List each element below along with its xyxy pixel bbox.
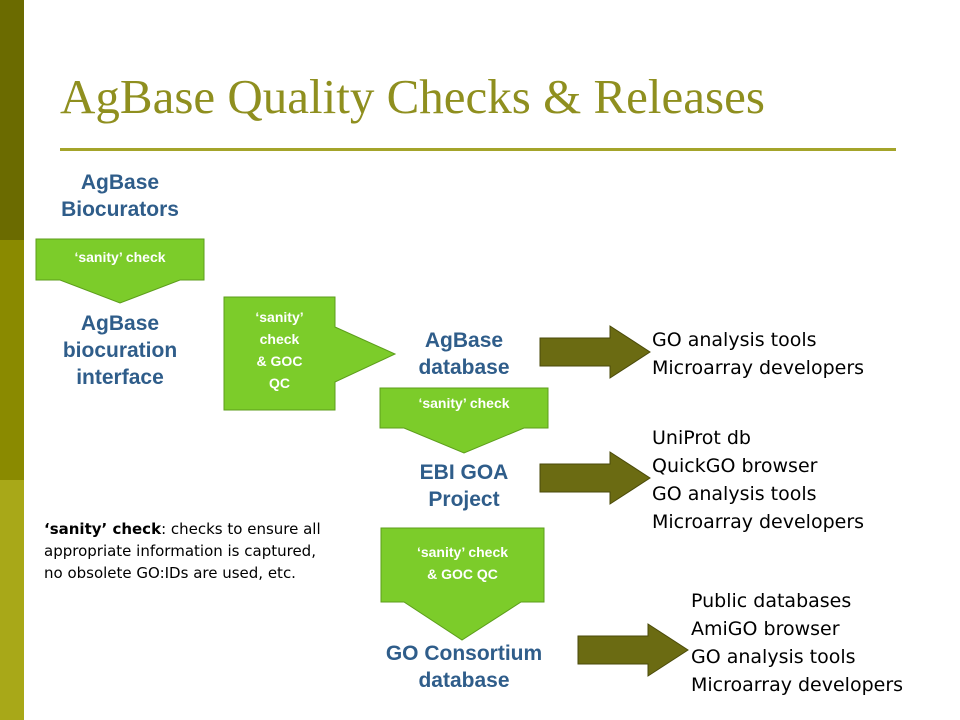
database-output-list: GO analysis tools Microarray developers xyxy=(652,326,864,382)
list-item: AmiGO browser xyxy=(691,618,840,640)
go-consortium-output-list: Public databases AmiGO browser GO analys… xyxy=(691,587,903,699)
check-line: ‘sanity’ check xyxy=(416,544,509,560)
sidebar-band xyxy=(0,0,24,240)
title-underline xyxy=(60,148,896,151)
node-line: database xyxy=(418,669,510,692)
node-line: AgBase xyxy=(424,329,504,352)
agbase-database-node: AgBase database xyxy=(384,327,544,381)
biocurators-node: AgBase Biocurators xyxy=(40,169,200,223)
node-line: database xyxy=(418,356,510,379)
goc-sanity-down-arrow xyxy=(380,527,545,641)
slide-title: AgBase Quality Checks & Releases xyxy=(60,69,765,124)
sidebar-band xyxy=(0,240,24,480)
list-item: Public databases xyxy=(691,590,852,612)
goc-output-arrow xyxy=(577,623,689,677)
ebi-sanity-down-arrow xyxy=(379,387,549,454)
list-item: GO analysis tools xyxy=(691,646,856,668)
sidebar-decoration xyxy=(0,0,24,720)
sanity-check-definition-note: ‘sanity’ check: checks to ensure all app… xyxy=(44,518,324,584)
middle-sanity-check-label: ‘sanity’ check & GOC QC xyxy=(224,306,335,394)
check-line: QC xyxy=(269,375,290,391)
list-item: Microarray developers xyxy=(652,511,865,533)
goc-sanity-check-label: ‘sanity’ check & GOC QC xyxy=(381,541,544,585)
sanity-goc-right-arrow xyxy=(223,296,397,411)
node-line: AgBase xyxy=(80,171,160,194)
check-line: & GOC QC xyxy=(427,566,498,582)
ebi-output-arrow xyxy=(539,451,651,505)
node-line: EBI GOA xyxy=(419,461,509,484)
list-item: GO analysis tools xyxy=(652,483,817,505)
list-item: QuickGO browser xyxy=(652,455,818,477)
ebi-output-list: UniProt db QuickGO browser GO analysis t… xyxy=(652,424,864,536)
go-consortium-node: GO Consortium database xyxy=(354,640,574,694)
ebi-goa-node: EBI GOA Project xyxy=(384,459,544,513)
list-item: Microarray developers xyxy=(691,674,904,696)
node-line: Project xyxy=(428,488,500,511)
node-line: Biocurators xyxy=(61,198,179,221)
top-sanity-check-label: ‘sanity’ check xyxy=(74,249,166,265)
note-text: : checks to ensure all appropriate infor… xyxy=(44,520,321,582)
node-line: AgBase xyxy=(80,312,160,335)
sanity-check-down-arrow xyxy=(35,238,205,304)
list-item: Microarray developers xyxy=(652,357,865,379)
biocuration-interface-node: AgBase biocuration interface xyxy=(30,310,210,391)
list-item: GO analysis tools xyxy=(652,329,817,351)
note-term: ‘sanity’ check xyxy=(44,520,162,538)
database-output-arrow xyxy=(539,325,651,379)
node-line: biocuration xyxy=(62,339,178,362)
node-line: interface xyxy=(76,366,164,389)
check-line: & GOC xyxy=(256,353,303,369)
ebi-sanity-check-label: ‘sanity’ check xyxy=(418,395,510,411)
check-line: check xyxy=(259,331,300,347)
node-line: GO Consortium xyxy=(385,642,543,665)
check-line: ‘sanity’ xyxy=(255,309,304,325)
list-item: UniProt db xyxy=(652,427,751,449)
sidebar-band xyxy=(0,480,24,720)
